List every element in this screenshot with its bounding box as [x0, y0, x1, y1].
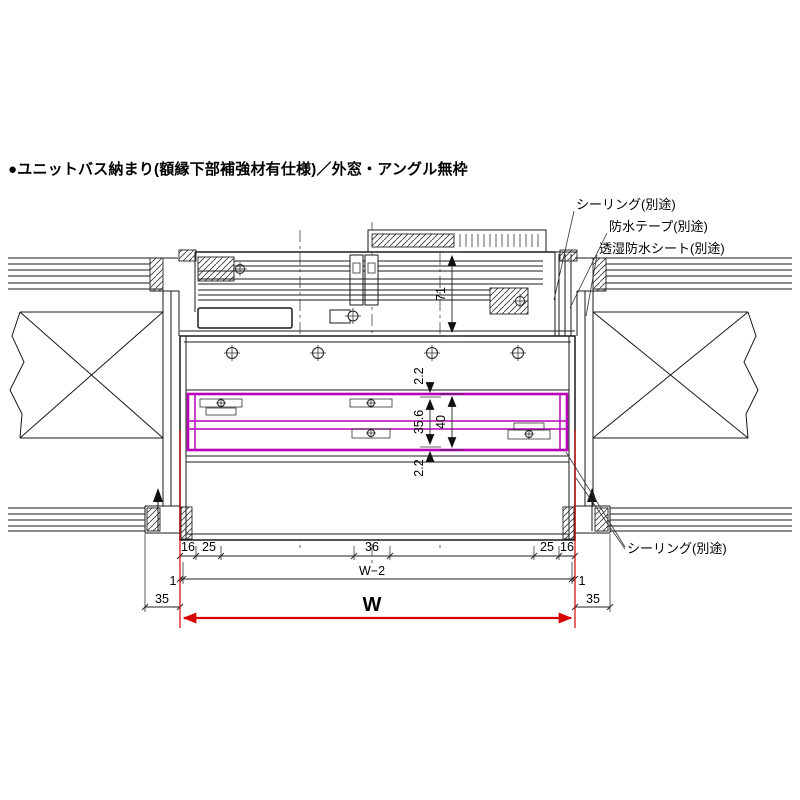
channel-clip-left — [199, 398, 243, 416]
dim-channel-outer: 40 — [434, 415, 448, 429]
screw-symbol-head-left — [233, 262, 247, 276]
channel-clip-center — [349, 398, 393, 439]
sill-corner-hatch-left — [180, 506, 193, 540]
bath-wall-lines-left — [8, 507, 145, 532]
dim-center-36: 36 — [365, 540, 379, 554]
dim-gap-top: 2.2 — [412, 367, 426, 384]
highlighted-renovation-frame — [186, 392, 569, 452]
sill-corner-hatch-right — [562, 506, 575, 540]
callout-moisture-sheet: 透湿防水シート(別途) — [599, 241, 725, 256]
dim-one-left: 1 — [170, 574, 177, 588]
wall-boards-left — [150, 290, 180, 506]
bath-wall-lines-right — [610, 507, 792, 532]
dim-w-minus-2: W−2 — [359, 564, 385, 578]
packing-hatch-left — [178, 249, 197, 262]
fastener-arrow-left — [153, 488, 163, 502]
head-hatch-block-left — [197, 256, 235, 282]
stud-crosshatch-left — [9, 311, 164, 439]
dim-flange-right-35: 35 — [586, 592, 600, 606]
dim-right-25: 25 — [540, 540, 554, 554]
stud-crosshatch-right — [592, 311, 759, 439]
packing-hatch-right — [559, 249, 578, 262]
dim-one-right: 1 — [579, 574, 586, 588]
dim-frame-height: 71 — [434, 287, 448, 301]
siding-lines-right — [575, 257, 792, 290]
drawing-title: ●ユニットバス納まり(額縁下部補強材有仕様)／外窓・アングル無枠 — [8, 161, 468, 178]
window-head-assembly — [180, 229, 577, 336]
vent-comb — [459, 234, 539, 247]
flange-left — [144, 488, 180, 534]
width-dimension-red: W — [179, 430, 576, 628]
furring-strips-right-of-frame — [558, 254, 572, 336]
meeting-stiles — [349, 254, 379, 306]
dim-ticks-row1 — [176, 552, 579, 560]
channel-clip-right — [507, 422, 551, 440]
dim-channel-inner: 35.6 — [412, 410, 426, 434]
screw-symbol-head-right — [513, 294, 527, 308]
dim-width-w: W — [363, 594, 382, 616]
callout-waterproof-tape: 防水テープ(別途) — [609, 219, 708, 234]
center-bracket — [329, 309, 351, 324]
dim-left-25: 25 — [202, 540, 216, 554]
screw-symbols-row — [224, 345, 526, 361]
screw-symbol-center — [345, 308, 361, 324]
callout-sealing-bottom: シーリング(別途) — [627, 541, 727, 556]
right-wall-section — [559, 249, 792, 534]
left-wall-section — [8, 249, 197, 534]
furring-hatch-left — [149, 257, 164, 292]
dim-right-16: 16 — [560, 540, 574, 554]
dim-ticks-row2 — [176, 575, 579, 583]
callout-sealing-top: シーリング(別途) — [576, 197, 676, 212]
dim-left-16: 16 — [181, 540, 195, 554]
dim-flange-left-35: 35 — [155, 592, 169, 606]
furring-hatch-right — [592, 257, 607, 292]
glazing-rails-lower — [198, 289, 490, 301]
reinforcement-bar — [197, 307, 293, 329]
dim-gap-bottom: 2.2 — [412, 459, 426, 476]
wall-boards-right — [576, 290, 606, 506]
vertical-dimensions: 71 40 35.6 2.2 2.2 — [412, 251, 463, 477]
callout-labels: シーリング(別途) 防水テープ(別途) 透湿防水シート(別途) シーリング(別途… — [553, 197, 727, 556]
